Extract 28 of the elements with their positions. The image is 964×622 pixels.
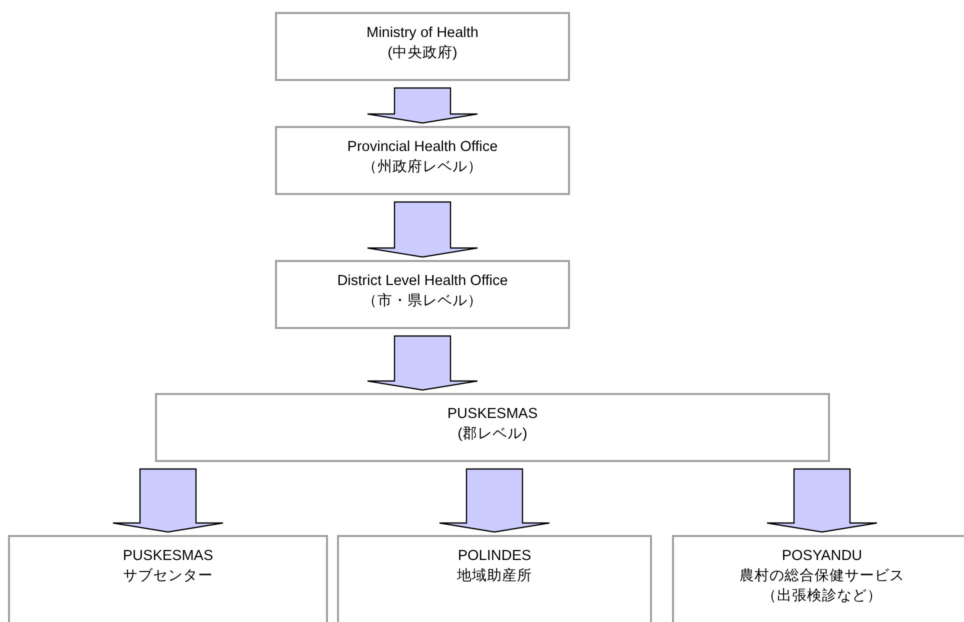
block-arrow (438, 468, 550, 533)
unit-name: Ministry of Health (365, 24, 480, 43)
unit-level: 地域助産所 (456, 566, 533, 586)
unit-name: Provincial Health Office (346, 138, 499, 157)
org-box (275, 126, 570, 195)
unit-level: （州政府レベル） (362, 158, 484, 177)
org-box (8, 535, 328, 622)
org-box (672, 535, 964, 622)
block-arrow (366, 201, 478, 258)
unit-level: （市・県レベル） (362, 292, 484, 311)
unit-name: PUSKESMAS (446, 405, 539, 424)
block-arrow (112, 468, 224, 533)
org-box (275, 260, 570, 329)
org-box (275, 12, 570, 81)
unit-name: District Level Health Office (336, 272, 509, 291)
unit-level: （出張検診など） (761, 587, 883, 606)
unit-level: (中央政府) (386, 44, 458, 63)
block-arrow (366, 87, 478, 124)
unit-level: (郡レベル) (456, 425, 528, 444)
org-box (337, 535, 652, 622)
block-arrow (366, 335, 478, 391)
unit-name: PUSKESMAS (122, 547, 214, 566)
unit-level: サブセンター (122, 567, 214, 586)
unit-level: 農村の総合保健サービス (738, 567, 906, 586)
unit-name: POSYANDU (780, 547, 864, 566)
unit-name: POLINDES (456, 547, 532, 566)
org-box (155, 393, 830, 462)
block-arrow (766, 468, 878, 533)
